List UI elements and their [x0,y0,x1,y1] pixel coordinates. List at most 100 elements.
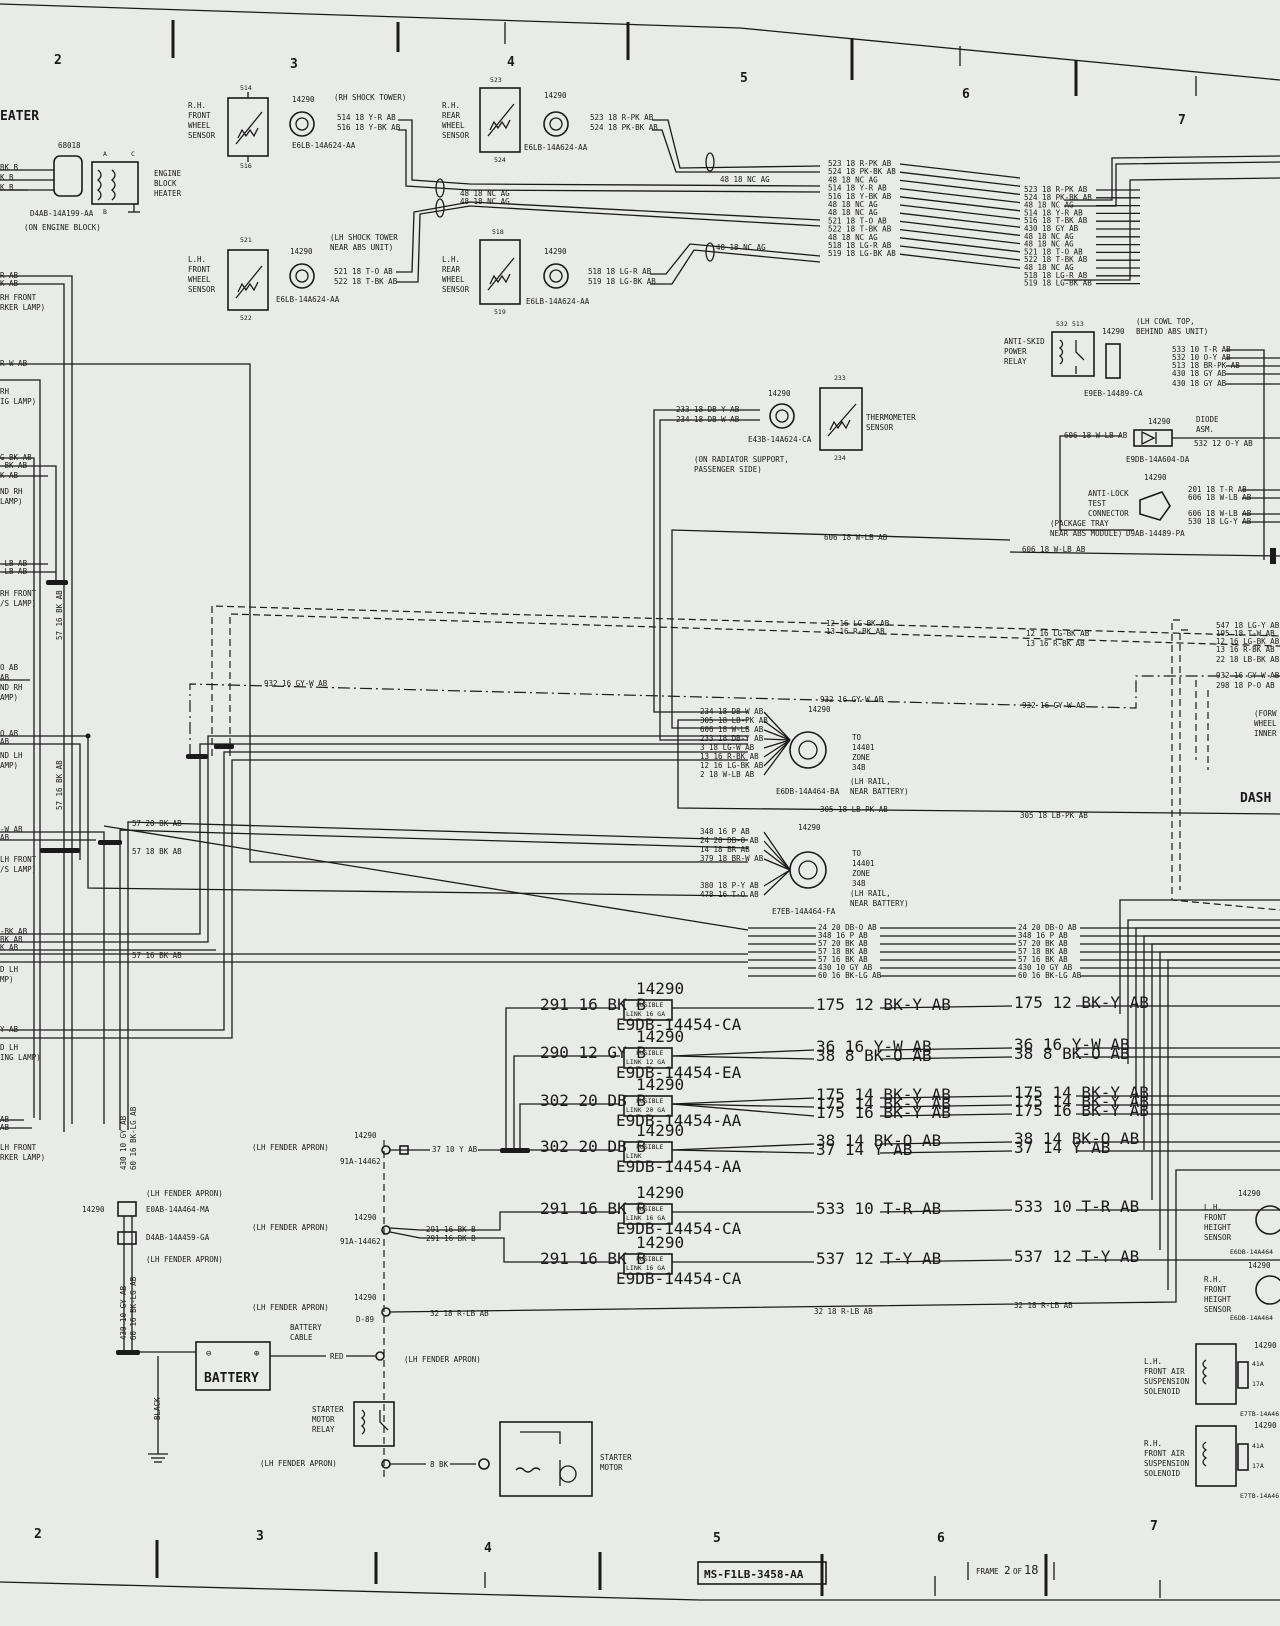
fusible-output: 37 14 Y AB [816,1140,912,1159]
svg-text:L.H.: L.H. [188,255,206,264]
connector-fa-wire: 348 16 P AB [700,827,750,836]
ground-57-wires: 57 20 BK AB 57 18 BK AB 57 16 BK AB 57 1… [0,590,749,963]
fusible-output: 537 12 T-Y AB [816,1249,941,1268]
left-fragment: K B [0,173,14,182]
bundle-a-label: 523 18 R-PK AB [828,159,892,168]
svg-text:(RH SHOCK TOWER): (RH SHOCK TOWER) [334,93,406,102]
svg-text:WHEEL: WHEEL [442,275,465,284]
svg-text:E9EB-14489-CA: E9EB-14489-CA [1084,389,1143,398]
svg-text:ENGINE: ENGINE [154,169,182,178]
bundle-c-label: 57 16 BK AB [818,955,868,964]
fusible-input: 302 20 DB B [540,1137,646,1156]
svg-text:14290: 14290 [1238,1189,1261,1198]
svg-text:(LH FENDER APRON): (LH FENDER APRON) [146,1255,223,1264]
svg-text:FRONT: FRONT [1204,1213,1227,1222]
bundle-a-label: 518 18 LG-R AB [828,241,892,250]
svg-text:FRONT: FRONT [1204,1285,1227,1294]
connector-ba-wire: 13 16 R-BK AB [700,752,759,761]
engine-block-heater: 68018 A B C ENGINE BLOCK HEATER D4AB-14A… [0,141,182,232]
svg-text:R.H.: R.H. [188,101,206,110]
svg-text:D9AB-14489-PA: D9AB-14489-PA [1126,529,1185,538]
svg-text:57 16 BK AB: 57 16 BK AB [55,760,64,810]
svg-text:L.H.: L.H. [442,255,460,264]
bundle-b-label: 518 18 LG-R AB [1024,271,1088,280]
svg-text:E6DB-14A464: E6DB-14A464 [1230,1248,1273,1256]
sheet-top-border [0,3,1280,81]
bundle-a-label: 48 18 NC AG [828,208,878,217]
svg-text:17A: 17A [1252,1380,1264,1388]
svg-text:48 18 NC AG: 48 18 NC AG [460,197,510,206]
fusible-label: LINK 16 GA [626,1264,665,1272]
svg-text:FRONT: FRONT [188,111,211,120]
fusible-conn: 14290 [636,1027,684,1046]
battery-assembly: 430 10 GY AB 60 16 BK-LG AB (LH FENDER A… [82,1106,481,1463]
svg-text:STARTER: STARTER [312,1405,344,1414]
svg-text:14401: 14401 [852,743,875,752]
svg-text:E43B-14A624-CA: E43B-14A624-CA [748,435,812,444]
svg-text:14290: 14290 [808,705,831,714]
svg-text:E6DB-14A464: E6DB-14A464 [1230,1314,1273,1322]
left-fragment: K B [0,183,14,192]
fusible-input: 302 20 DB B [540,1091,646,1110]
left-fragment: -BK AB [0,927,28,936]
left-fragment: RH [0,387,10,396]
svg-text:NEAR ABS UNIT): NEAR ABS UNIT) [330,243,393,252]
svg-text:R.H.: R.H. [1204,1275,1222,1284]
bundle-b-label: 516 18 T-BK AB [1024,216,1088,225]
fusible-output: 533 10 T-R AB [816,1199,941,1218]
bundle-b-label: 519 18 LG-BK AB [1024,279,1092,288]
svg-text:524 18 PK-BK AB: 524 18 PK-BK AB [590,123,658,132]
svg-text:R.H.: R.H. [1144,1439,1162,1448]
svg-text:233: 233 [834,374,846,382]
svg-text:STARTER: STARTER [600,1453,632,1462]
svg-text:519: 519 [494,308,506,316]
left-fragment: AB [0,833,10,842]
fusible-output: 175 16 BK-Y AB [1014,1101,1149,1120]
svg-text:SOLENOID: SOLENOID [1144,1387,1181,1396]
svg-text:ANTI-SKID: ANTI-SKID [1004,337,1045,346]
svg-text:MOTOR: MOTOR [600,1463,623,1472]
svg-text:48 18 NC AG: 48 18 NC AG [460,189,510,198]
connector-fa-wire: 380 18 P-Y AB [700,881,759,890]
zone-label: 7 [1150,1519,1158,1534]
zone-label: 4 [484,1541,492,1556]
left-fragment: RH FRONT [0,589,37,598]
bundle-b-label: 523 18 R-PK AB [1024,185,1088,194]
svg-text:(LH FENDER APRON): (LH FENDER APRON) [260,1459,337,1468]
svg-text:298 18 P-O AB: 298 18 P-O AB [1216,681,1275,690]
svg-text:(FORW: (FORW [1254,709,1277,718]
svg-text:TEST: TEST [1088,499,1107,508]
svg-text:ANTI-LOCK: ANTI-LOCK [1088,489,1129,498]
svg-text:(ON RADIATOR SUPPORT,: (ON RADIATOR SUPPORT, [694,455,789,464]
svg-text:INNER: INNER [1254,729,1277,738]
fusible-output: 533 10 T-R AB [1014,1197,1139,1216]
svg-text:CABLE: CABLE [290,1333,313,1342]
wire-305: 305 18 LB-PK AB 305 18 LB-PK AB [677,719,1280,820]
svg-text:(LH RAIL,: (LH RAIL, [850,777,891,786]
svg-text:BLACK: BLACK [153,1397,162,1420]
svg-text:OF: OF [1013,1567,1023,1576]
svg-text:34B: 34B [852,879,866,888]
zone-label: 5 [740,71,748,86]
bundle-b-label: 524 18 PK-BK AB [1024,193,1092,202]
bundle-a-label: 48 18 NC AG [828,233,878,242]
svg-text:932 16 GY-W AB: 932 16 GY-W AB [1216,671,1280,680]
svg-text:91A-14462: 91A-14462 [340,1157,381,1166]
svg-text:REAR: REAR [442,111,461,120]
fusible-output: 175 12 BK-Y AB [1014,993,1149,1012]
svg-text:14290: 14290 [82,1205,105,1214]
svg-text:521: 521 [240,236,252,244]
zone-label: 5 [713,1531,721,1546]
fusible-output: 38 14 BK-O AB [816,1131,941,1150]
left-fragment: D LH [0,1043,19,1052]
left-fragment: LH FRONT [0,1143,37,1152]
svg-text:14290: 14290 [798,823,821,832]
heater-connector: D4AB-14A199-AA [30,209,94,218]
fusible-input: 291 16 BK B [540,995,646,1014]
svg-text:E6LB-14A624-AA: E6LB-14A624-AA [526,297,590,306]
bundle-b-label: 48 18 NC AG [1024,263,1074,272]
left-fragment: G-BK AB [0,453,32,462]
